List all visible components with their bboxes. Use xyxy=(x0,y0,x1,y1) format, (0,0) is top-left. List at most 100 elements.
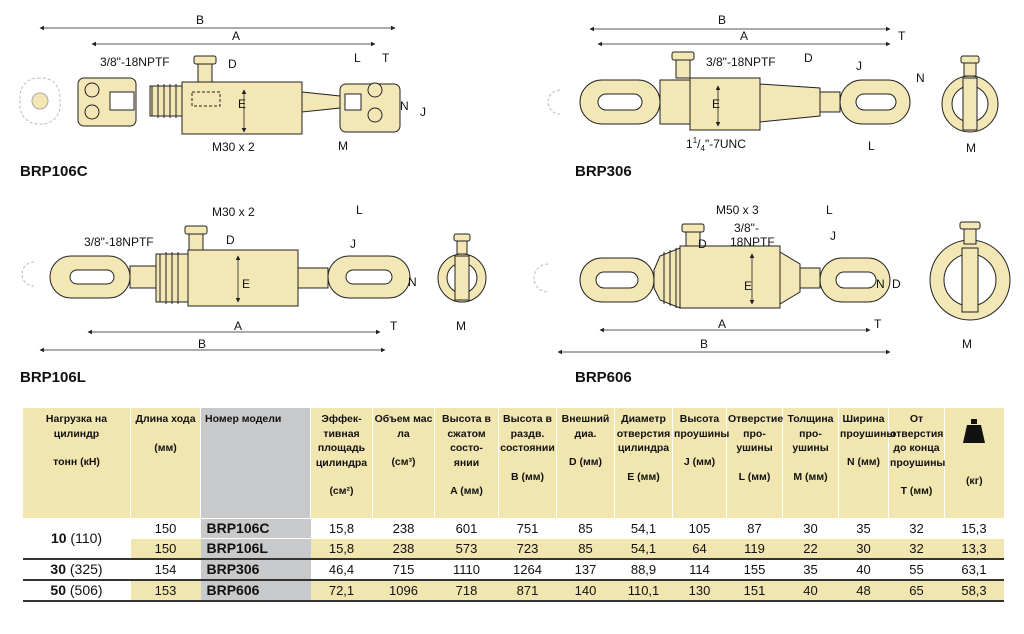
dim-m-label: M xyxy=(966,141,976,155)
model-label-brp306: BRP306 xyxy=(575,163,632,180)
cell-area: 72,1 xyxy=(310,578,373,602)
header-unit: (см²) xyxy=(329,485,354,497)
thread-callout: M50 x 3 xyxy=(716,203,759,217)
header-unit: (см³) xyxy=(391,456,416,468)
table-row: 150 BRP106L 15,8 238 573 723 85 54,1 64 … xyxy=(23,537,1004,559)
load-tons: 10 xyxy=(50,530,67,546)
thread-callout: M30 x 2 xyxy=(212,205,255,219)
header-oil: Объем мас ла(см³) xyxy=(372,408,435,518)
dim-a-label: A xyxy=(718,317,726,331)
cell-eye-thickness: 40 xyxy=(782,578,839,602)
dim-t-label: T xyxy=(898,29,906,43)
cell-oil: 1096 xyxy=(372,578,435,602)
cell-closed: 601 xyxy=(434,517,499,538)
table-row: 10 (110) 150 BRP106C 15,8 238 601 751 85… xyxy=(22,517,1004,559)
cell-bore: 110,1 xyxy=(614,578,673,602)
cell-area: 46,4 xyxy=(310,557,373,580)
dim-b-label: B xyxy=(196,13,204,27)
cell-eye-width: 40 xyxy=(838,557,889,580)
header-extended: Высота в раздв. состоянии B (мм) xyxy=(498,408,557,518)
cell-hole-to-end: 32 xyxy=(888,517,945,538)
cell-od: 137 xyxy=(556,557,615,580)
header-unit: (кг) xyxy=(965,475,983,487)
cell-eye-width: 30 xyxy=(838,537,889,559)
header-eye-width: Ширина проушины N (мм) xyxy=(838,408,895,518)
header-od: Внешний диа.D (мм) xyxy=(556,408,615,518)
dim-j-label: J xyxy=(420,105,426,119)
model-label-brp106c: BRP106C xyxy=(20,163,88,180)
header-area: Эффек- тивная площадь цилиндра (см²) xyxy=(310,408,373,518)
load-kn: (325) xyxy=(69,561,103,577)
dim-b-label: B xyxy=(198,337,206,351)
cell-eye-hole: 151 xyxy=(726,578,783,602)
cell-extended: 723 xyxy=(498,537,557,559)
cell-stroke: 150 xyxy=(130,517,201,538)
dim-b-label: B xyxy=(700,337,708,351)
dim-d-label: D xyxy=(892,277,901,291)
table-row: 50 (506) 153 BRP606 72,1 1096 718 871 14… xyxy=(22,578,1004,602)
header-unit: M (мм) xyxy=(793,470,828,483)
header-label: Высота в раздв. состоянии xyxy=(500,413,555,454)
cell-stroke: 153 xyxy=(130,578,201,602)
cell-eye-height: 114 xyxy=(672,557,727,580)
header-unit: T (мм) xyxy=(900,485,933,497)
cell-eye-thickness: 22 xyxy=(782,537,839,559)
dim-e-label: E xyxy=(712,97,720,111)
cell-extended: 751 xyxy=(498,517,557,538)
dim-n-label: N xyxy=(876,277,885,291)
header-unit: B (мм) xyxy=(510,470,545,483)
cell-eye-hole: 87 xyxy=(726,517,783,538)
dim-e-label: E xyxy=(238,97,246,111)
header-stroke: Длина хода(мм) xyxy=(130,408,201,518)
cell-oil: 238 xyxy=(372,537,435,559)
cell-eye-width: 35 xyxy=(838,517,889,538)
cell-eye-height: 105 xyxy=(672,517,727,538)
dim-l-label: L xyxy=(868,139,875,153)
header-unit: N (мм) xyxy=(846,456,881,468)
header-label: Эффек- тивная площадь цилиндра xyxy=(315,413,368,469)
cell-closed: 573 xyxy=(434,537,499,559)
cell-eye-hole: 155 xyxy=(726,557,783,580)
header-unit: D (мм) xyxy=(568,456,603,468)
header-load: Нагрузка на цилиндр тонн (кН) xyxy=(22,408,131,518)
dim-m-label: M xyxy=(962,337,972,351)
cell-bore: 54,1 xyxy=(614,517,673,538)
cell-weight: 58,3 xyxy=(944,578,1004,602)
header-label: Отверстие про- ушины xyxy=(728,413,784,454)
thread-callout: 11/4"-7UNC xyxy=(686,136,746,153)
cell-hole-to-end: 55 xyxy=(888,557,945,580)
dim-l-label: L xyxy=(356,203,363,217)
header-weight: (кг) xyxy=(944,408,1004,518)
header-label: Длина хода xyxy=(135,413,196,425)
weight-icon xyxy=(963,419,986,443)
header-unit: тонн (кН) xyxy=(53,456,100,468)
dim-t-label: T xyxy=(874,317,882,331)
header-unit: A (мм) xyxy=(450,485,483,497)
header-label: Ширина проушины xyxy=(840,413,896,440)
table-row: 30 (325) 154 BRP306 46,4 715 1110 1264 1… xyxy=(22,557,1004,580)
dim-d-label: D xyxy=(226,233,235,247)
cylinder-drawings: B A D E L T N J M 3/8"-18NPTF M30 x 2 B … xyxy=(19,13,1011,355)
cell-model: BRP106L xyxy=(200,537,311,559)
cell-closed: 1110 xyxy=(434,557,499,580)
dim-d-label: D xyxy=(804,51,813,65)
cell-extended: 871 xyxy=(498,578,557,602)
dim-n-label: N xyxy=(916,71,925,85)
cell-model: BRP306 xyxy=(200,557,311,580)
cell-load: 50 (506) xyxy=(22,578,131,602)
header-label: Нагрузка на цилиндр xyxy=(45,413,108,440)
port-callout: 18NPTF xyxy=(730,235,775,249)
model-label-brp106l: BRP106L xyxy=(20,369,86,386)
drawing-brp606 xyxy=(533,221,1011,321)
drawing-brp106l xyxy=(21,225,487,307)
header-unit: E (мм) xyxy=(627,470,660,483)
header-label: Номер модели xyxy=(205,413,282,425)
cell-od: 140 xyxy=(556,578,615,602)
cell-model: BRP606 xyxy=(200,578,311,602)
